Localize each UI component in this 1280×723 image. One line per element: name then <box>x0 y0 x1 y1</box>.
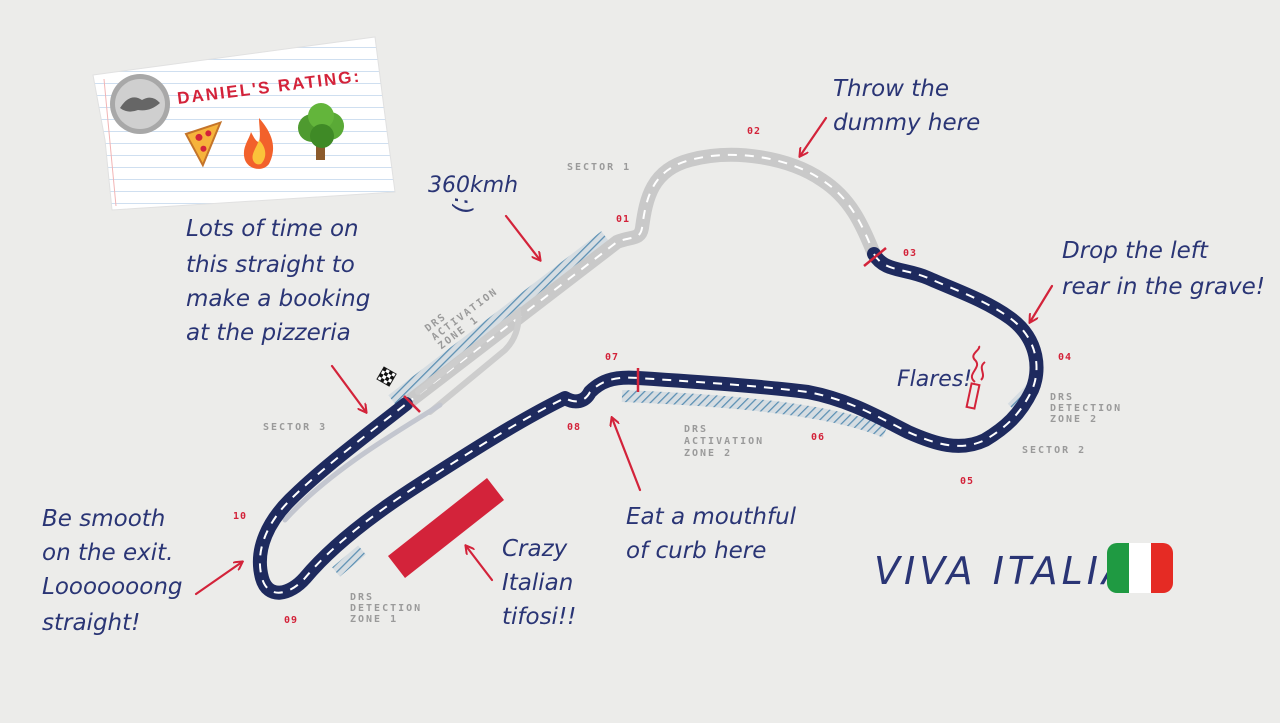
pizza-icon <box>184 120 223 168</box>
turn-07: 07 <box>605 352 619 363</box>
viva-italia-title: VIVA ITALIA <box>874 549 1132 593</box>
note-smooth-1: Be smooth <box>42 506 165 532</box>
pit-lane-lower <box>282 402 443 523</box>
rating-card: DANIEL'S RATING: <box>92 36 396 211</box>
sector-1-label: SECTOR 1 <box>567 162 631 173</box>
note-straight-3: make a booking <box>186 286 370 312</box>
note-curb-2: of curb here <box>626 538 766 564</box>
sector-labels: SECTOR 1 SECTOR 2 SECTOR 3 <box>263 162 1086 456</box>
drs-activation-zone-2 <box>621 390 888 438</box>
drs-det-1-line2: DETECTION <box>350 603 422 614</box>
note-curb-1: Eat a mouthful <box>626 504 797 530</box>
note-dummy-1: Throw the <box>833 76 949 102</box>
note-straight-1: Lots of time on <box>186 216 359 242</box>
drs-act-2-line2: ACTIVATION <box>684 436 764 447</box>
note-dummy-2: dummy here <box>833 110 980 136</box>
track-sector-1 <box>282 147 881 523</box>
note-straight-4: at the pizzeria <box>186 320 351 346</box>
annotations: 360kmh :) Lots of time on this straight … <box>42 76 1265 636</box>
sector-3-label: SECTOR 3 <box>263 422 327 433</box>
arrow-speed <box>504 214 540 260</box>
note-straight-2: this straight to <box>186 252 355 278</box>
arrow-grave <box>1030 284 1054 322</box>
note-smooth-3: Looooooong <box>42 574 183 600</box>
drs-det-2-line3: ZONE 2 <box>1050 414 1098 425</box>
arrow-pizzeria <box>330 364 366 412</box>
checkered-flag-icon <box>376 366 397 387</box>
drs-act-2-line1: DRS <box>684 424 708 435</box>
pit-lane <box>415 306 522 415</box>
note-speed: 360kmh <box>428 173 518 198</box>
note-tifosi-3: tifosi!! <box>502 604 576 630</box>
arrow-tifosi <box>466 546 494 582</box>
note-smooth-4: straight! <box>42 610 140 636</box>
arrow-curb <box>612 418 642 492</box>
note-grave-2: rear in the grave! <box>1062 274 1265 300</box>
drs-det-2-line1: DRS <box>1050 392 1074 403</box>
sector-2-label: SECTOR 2 <box>1022 445 1086 456</box>
sector-markers <box>403 247 887 413</box>
turn-03: 03 <box>903 248 917 259</box>
tree-icon <box>298 103 344 160</box>
annotation-arrows <box>194 116 1054 596</box>
drs-detection-zone-1 <box>332 545 366 577</box>
note-tifosi-2: Italian <box>502 570 573 596</box>
drs-det-1-line1: DRS <box>350 592 374 603</box>
turn-10: 10 <box>233 511 247 522</box>
drs-det-2-line2: DETECTION <box>1050 403 1122 414</box>
note-tifosi-1: Crazy <box>502 536 568 562</box>
note-grave-1: Drop the left <box>1062 238 1209 264</box>
flare-icon <box>965 345 986 410</box>
drs-det-1-line3: ZONE 1 <box>350 614 398 625</box>
flame-icon <box>243 118 274 169</box>
turn-04: 04 <box>1058 352 1072 363</box>
drs-act-2-line3: ZONE 2 <box>684 448 732 459</box>
note-flares: Flares! <box>897 367 972 392</box>
note-smooth-2: on the exit. <box>42 540 174 566</box>
italian-flag-icon <box>1107 543 1173 593</box>
turn-09: 09 <box>284 615 298 626</box>
turn-02: 02 <box>747 126 761 137</box>
turn-06: 06 <box>811 432 825 443</box>
drs-activation-zone-1 <box>388 231 609 405</box>
arrow-dummy <box>800 116 828 156</box>
turn-08: 08 <box>567 422 581 433</box>
turn-05: 05 <box>960 476 974 487</box>
turn-01: 01 <box>616 214 630 225</box>
note-face: :) <box>449 197 477 214</box>
arrow-smooth <box>194 562 242 596</box>
grandstand <box>388 478 504 578</box>
bull-badge-icon <box>110 74 170 134</box>
turn-numbers: 01 02 03 04 05 06 07 08 09 10 <box>233 126 1072 626</box>
